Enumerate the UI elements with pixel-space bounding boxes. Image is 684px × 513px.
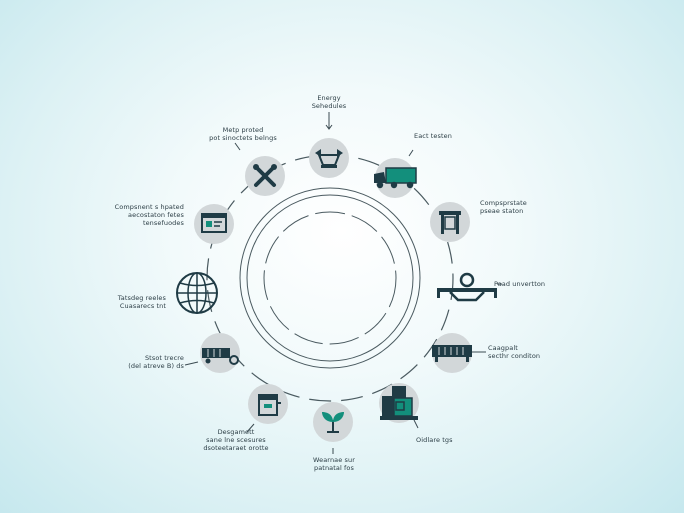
crossed-tools-icon: [253, 164, 277, 187]
label-left-1-line-2: aecostaton fetes: [128, 211, 184, 219]
node-lower-left: [248, 384, 288, 424]
label-left-2-line-2: Cuasarecs tnt: [119, 302, 166, 310]
label-left-1-line-3: tensefuodes: [142, 219, 184, 227]
arrow-upper-right: [408, 149, 414, 157]
trailer-icon: [202, 348, 239, 365]
label-right-3-line-1: Caagpalt: [488, 344, 518, 352]
label-upper-right-line-1: Eact testen: [414, 132, 452, 140]
rack-icon: [439, 211, 461, 234]
label-left-1-line-1: Compsnent s hpated: [114, 203, 184, 211]
label-lower-left-line-1: Desgamett: [217, 428, 255, 436]
globe-icon: [176, 272, 218, 314]
node-left-1: [194, 204, 234, 244]
node-left-3: [200, 333, 240, 373]
node-left-2: [174, 270, 220, 316]
label-lower-right: Oidlare tgs: [416, 436, 453, 444]
connector-left-3: [184, 361, 199, 366]
node-bottom: [313, 402, 353, 442]
label-lower-right-line-1: Oidlare tgs: [416, 436, 453, 444]
label-right-3: Caagpalt secthr conditon: [488, 344, 540, 360]
label-top: Energy Sehedules: [305, 94, 353, 110]
node-upper-left: [245, 156, 285, 196]
cargo-container-icon: [432, 345, 472, 362]
label-upper-left-line-1: Metp proted: [222, 126, 264, 134]
label-bottom-line-2: patnatal fos: [313, 464, 355, 472]
warehouse-box-icon: [258, 394, 281, 416]
label-lower-left-line-2: sane lne scesures: [206, 436, 266, 444]
inner-ring: [246, 194, 414, 362]
node-lower-right: [379, 383, 419, 423]
label-right-1-line-1: Compsprstate: [480, 199, 527, 207]
node-upper-right: [374, 158, 417, 198]
label-left-2: Tatsdeg reeles Cuasarecs tnt: [100, 294, 166, 310]
label-bottom: Wearnae sur patnatal fos: [300, 456, 368, 472]
label-upper-left: Metp proted pot sinoctets belngs: [206, 126, 280, 142]
node-right-1: [430, 202, 470, 242]
label-bottom-line-1: Wearnae sur: [312, 456, 356, 464]
node-right-2: [434, 266, 500, 306]
forklift-platform-icon: [437, 272, 497, 302]
label-left-2-line-1: Tatsdeg reeles: [117, 294, 166, 302]
label-left-3: Stsot trecre (del atreve B) ds: [120, 354, 184, 370]
label-lower-left-line-3: dsoteetaraet orotte: [203, 444, 269, 452]
inner-dashed-ring: [263, 211, 397, 345]
press-machine-icon: [380, 386, 418, 420]
label-left-1: Compsnent s hpated aecostaton fetes tens…: [104, 203, 184, 227]
connector-lower-right: [413, 419, 419, 429]
label-top-line-1: Energy: [317, 94, 341, 102]
label-upper-left-line-2: pot sinoctets belngs: [209, 134, 277, 142]
label-right-1: Compsprstate pseae staton: [480, 199, 527, 215]
label-left-3-line-1: Stsot trecre: [144, 354, 184, 362]
label-top-line-2: Sehedules: [311, 102, 347, 110]
node-right-3: [432, 333, 472, 373]
label-right-3-line-2: secthr conditon: [488, 352, 541, 360]
label-right-2-line-1: Paad unvertton: [494, 280, 546, 288]
outer-dashed-ring: [206, 154, 454, 402]
leaf-icon: [322, 412, 344, 433]
label-upper-right: Eact testen: [414, 132, 452, 140]
node-top: [309, 138, 349, 178]
computer-window-icon: [201, 213, 227, 233]
arrow-upper-left: [234, 142, 241, 151]
delivery-truck-icon: [374, 167, 417, 189]
middle-ring: [239, 187, 421, 369]
connector-lower-left: [246, 423, 255, 433]
label-right-1-line-2: pseae staton: [480, 207, 524, 215]
label-right-2: Paad unvertton: [494, 280, 545, 288]
label-left-3-line-2: (del atreve B) ds: [128, 362, 184, 370]
label-lower-left: Desgamett sane lne scesures dsoteetaraet…: [196, 428, 276, 452]
conveyor-hopper-icon: [315, 149, 343, 168]
